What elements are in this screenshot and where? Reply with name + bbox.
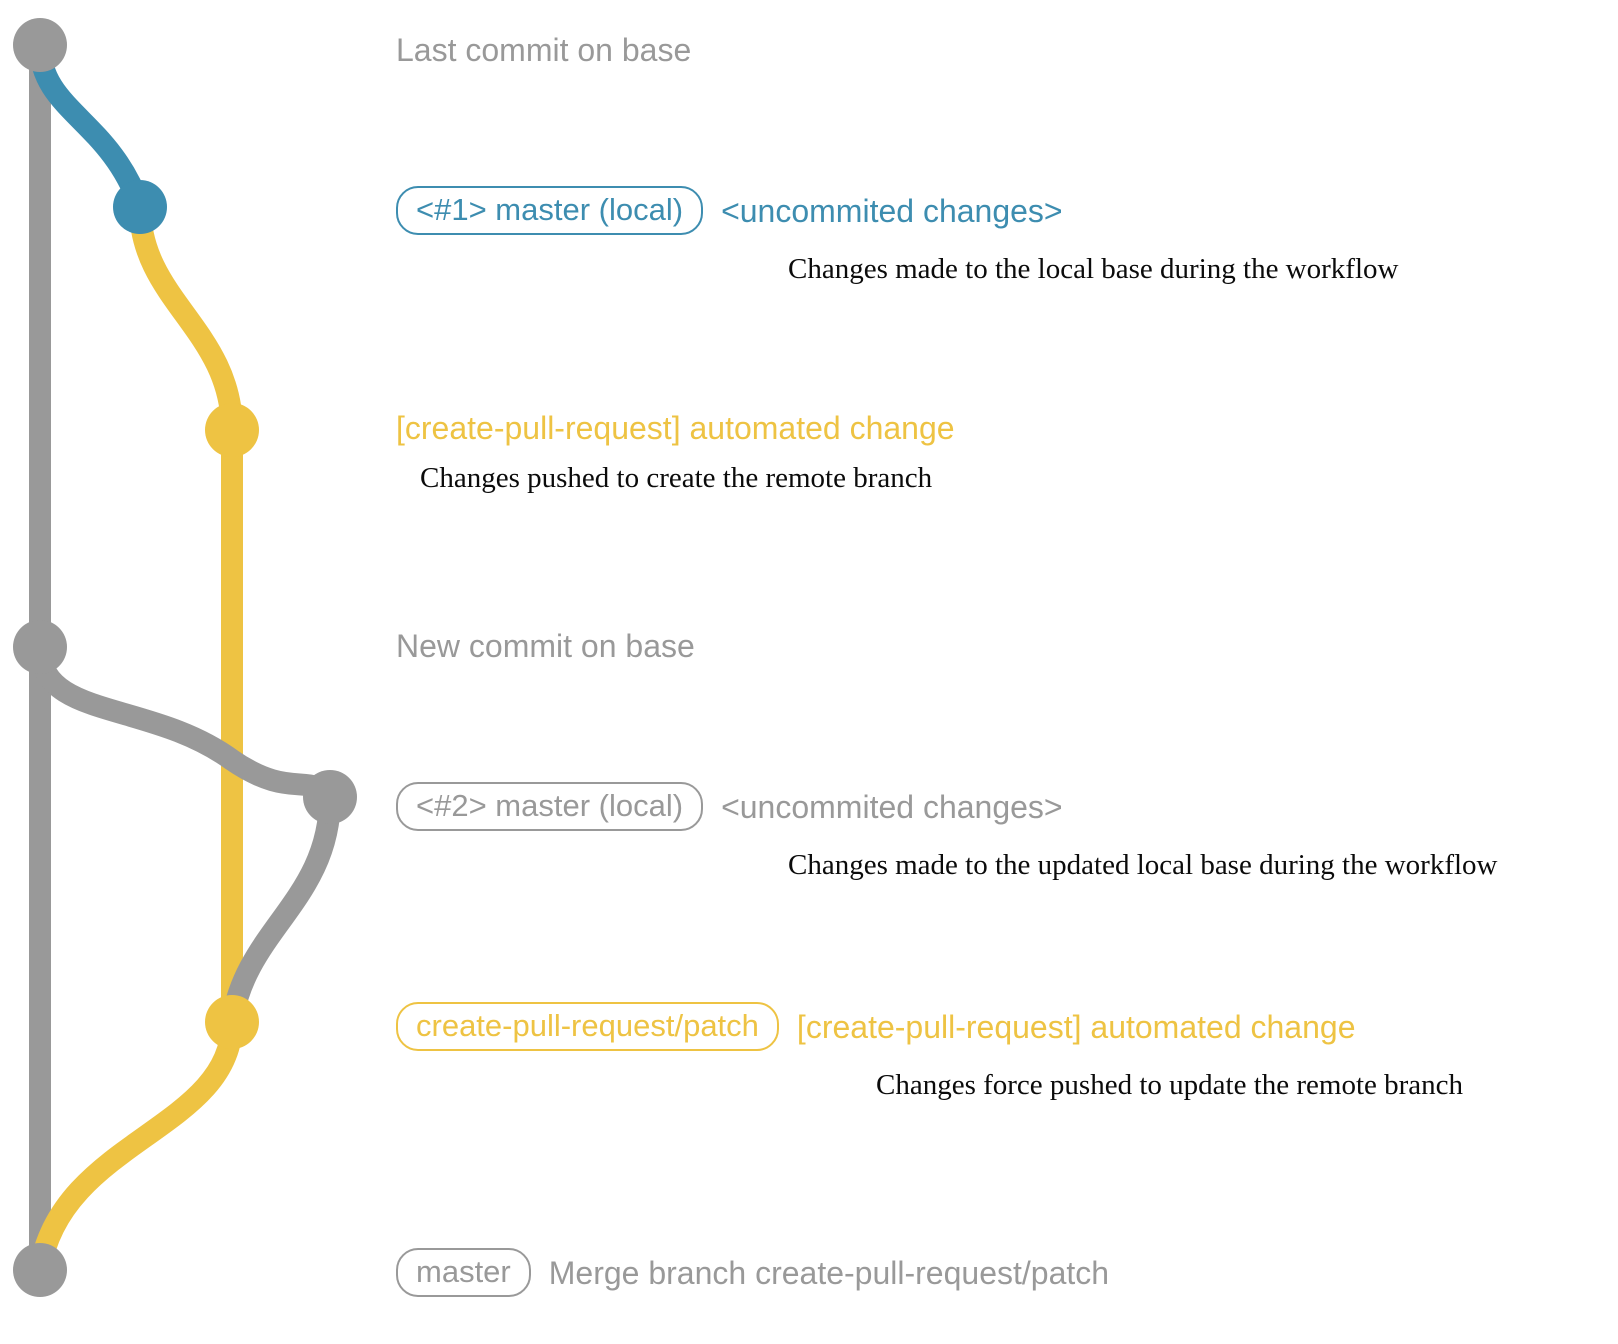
row-head: [create-pull-request] automated change <box>396 412 955 444</box>
edge-patch2-to-merge <box>29 1011 243 1281</box>
row-head: <#1> master (local) <uncommited changes> <box>396 186 1398 235</box>
commit-message: [create-pull-request] automated change <box>796 1008 1356 1045</box>
edge-local1-to-patch1 <box>129 196 243 441</box>
row-last-commit-on-base: Last commit on base <box>396 34 691 66</box>
node-base-new <box>13 620 67 674</box>
commit-message: Merge branch create-pull-request/patch <box>548 1254 1110 1291</box>
edge-base-to-local2 <box>29 636 341 808</box>
edge-base-to-local1 <box>29 34 151 218</box>
row-head: <#2> master (local) <uncommited changes> <box>396 782 1498 831</box>
branch-badge-master-local-1[interactable]: <#1> master (local) <box>396 186 704 235</box>
row-local-2: <#2> master (local) <uncommited changes>… <box>396 782 1498 880</box>
commit-description: Changes force pushed to update the remot… <box>876 1069 1464 1101</box>
node-base-top <box>13 18 67 72</box>
commit-message: <uncommited changes> <box>721 192 1063 229</box>
commit-description: Changes pushed to create the remote bran… <box>420 462 933 494</box>
node-patch-1 <box>205 403 259 457</box>
commit-message: Last commit on base <box>396 32 692 68</box>
branch-badge-create-pull-request-patch[interactable]: create-pull-request/patch <box>396 1002 779 1051</box>
row-new-commit-on-base: New commit on base <box>396 630 695 662</box>
node-patch-2 <box>205 995 259 1049</box>
node-merge <box>13 1243 67 1297</box>
commit-message: New commit on base <box>396 628 695 664</box>
row-head: create-pull-request/patch [create-pull-r… <box>396 1002 1463 1051</box>
row-merge-commit: master Merge branch create-pull-request/… <box>396 1248 1109 1297</box>
row-local-1: <#1> master (local) <uncommited changes>… <box>396 186 1398 284</box>
row-head: master Merge branch create-pull-request/… <box>396 1248 1109 1297</box>
branch-graph-svg <box>13 18 357 1297</box>
commit-description: Changes made to the local base during th… <box>788 253 1399 285</box>
row-automated-change-1: [create-pull-request] automated change C… <box>396 412 955 493</box>
commit-message: <uncommited changes> <box>721 788 1063 825</box>
node-local-2 <box>303 770 357 824</box>
row-automated-change-2: create-pull-request/patch [create-pull-r… <box>396 1002 1463 1100</box>
edge-local2-to-patch2 <box>221 786 341 1033</box>
node-local-1 <box>113 180 167 234</box>
row-head: Last commit on base <box>396 34 691 66</box>
commit-message: [create-pull-request] automated change <box>396 410 955 446</box>
commit-description: Changes made to the updated local base d… <box>788 849 1498 881</box>
row-head: New commit on base <box>396 630 695 662</box>
branch-badge-master[interactable]: master <box>396 1248 531 1297</box>
branch-badge-master-local-2[interactable]: <#2> master (local) <box>396 782 704 831</box>
